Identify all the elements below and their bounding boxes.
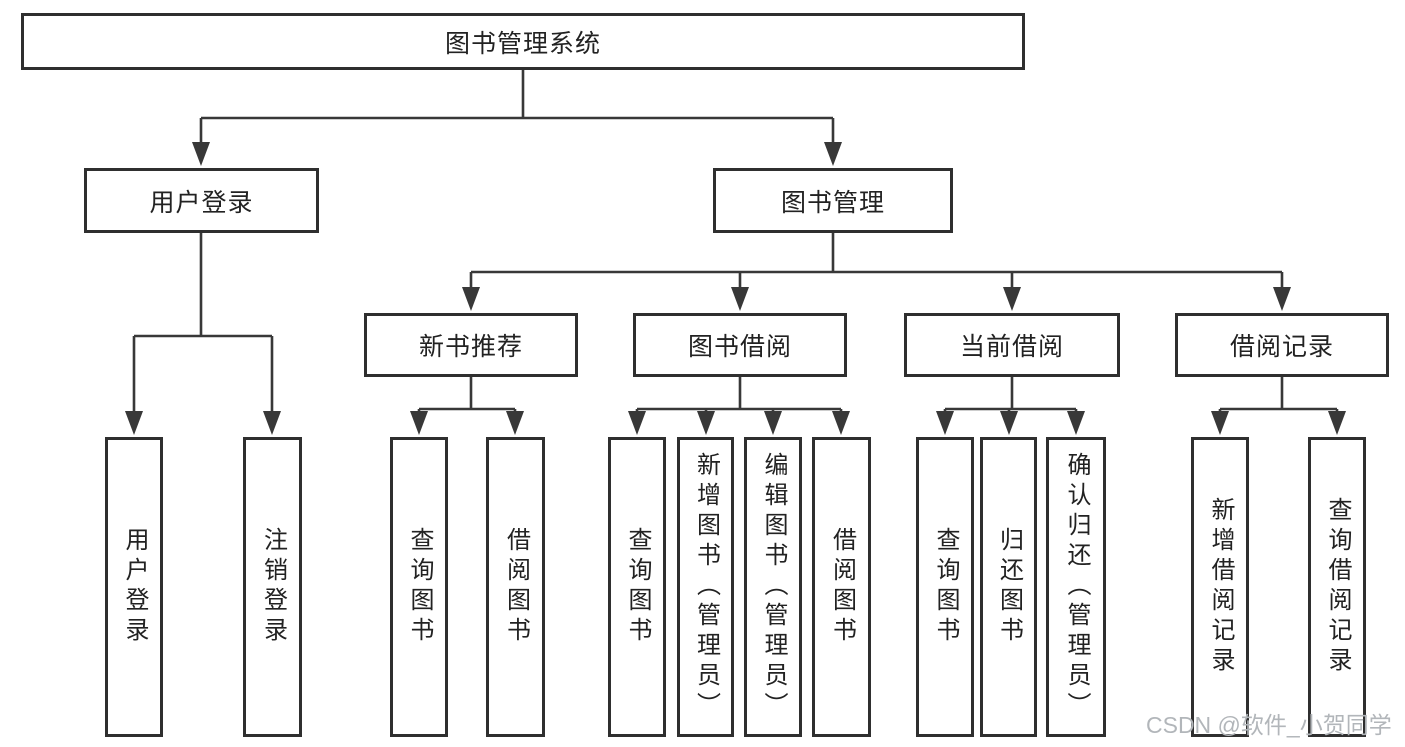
node-leaf-query-books-2: 查询图书 bbox=[608, 437, 666, 737]
arrowhead bbox=[462, 287, 480, 311]
arrowhead bbox=[1328, 411, 1346, 435]
leaf-label: 查询图书 bbox=[932, 527, 959, 647]
arrowhead bbox=[832, 411, 850, 435]
node-library-system: 图书管理系统 bbox=[21, 13, 1025, 70]
leaf-label: 确认归还（管理员） bbox=[1063, 452, 1090, 722]
connector-new-book-recommend-children bbox=[410, 377, 524, 435]
node-leaf-user-login: 用户登录 bbox=[105, 437, 163, 737]
node-leaf-query-books: 查询图书 bbox=[390, 437, 448, 737]
leaf-label: 借阅图书 bbox=[828, 527, 856, 647]
leaf-label: 编辑图书（管理员） bbox=[760, 452, 787, 722]
arrowhead bbox=[506, 411, 524, 435]
leaf-label: 新增借阅记录 bbox=[1207, 497, 1234, 677]
connector-current-borrow-children bbox=[936, 377, 1085, 435]
node-borrow-records: 借阅记录 bbox=[1175, 313, 1389, 377]
leaf-label: 查询图书 bbox=[406, 527, 433, 647]
node-current-borrow: 当前借阅 bbox=[904, 313, 1120, 377]
connector-root-to-level2 bbox=[192, 70, 842, 166]
arrowhead bbox=[824, 142, 842, 166]
arrowhead bbox=[697, 411, 715, 435]
node-leaf-add-books-admin: 新增图书（管理员） bbox=[677, 437, 734, 737]
arrowhead bbox=[1273, 287, 1291, 311]
node-leaf-add-borrow-record: 新增借阅记录 bbox=[1191, 437, 1249, 737]
leaf-label: 归还图书 bbox=[995, 527, 1023, 647]
connector-user-login-children bbox=[125, 233, 281, 435]
arrowhead bbox=[192, 142, 210, 166]
node-leaf-confirm-return-admin: 确认归还（管理员） bbox=[1046, 437, 1106, 737]
node-leaf-query-borrow-record: 查询借阅记录 bbox=[1308, 437, 1366, 737]
arrowhead bbox=[263, 411, 281, 435]
watermark: CSDN @软件_小贺同学 bbox=[1146, 712, 1392, 738]
leaf-label: 借阅图书 bbox=[502, 527, 530, 647]
leaf-label: 注销登录 bbox=[259, 527, 287, 647]
node-leaf-query-books-3: 查询图书 bbox=[916, 437, 974, 737]
arrowhead bbox=[1000, 411, 1018, 435]
arrowhead bbox=[628, 411, 646, 435]
arrowhead bbox=[1003, 287, 1021, 311]
arrowhead bbox=[936, 411, 954, 435]
arrowhead bbox=[125, 411, 143, 435]
connector-book-mgmt-sections bbox=[462, 233, 1291, 311]
leaf-label: 查询借阅记录 bbox=[1324, 497, 1351, 677]
leaf-label: 用户登录 bbox=[121, 527, 148, 647]
arrowhead bbox=[410, 411, 428, 435]
leaf-label: 查询图书 bbox=[624, 527, 651, 647]
node-leaf-edit-books-admin: 编辑图书（管理员） bbox=[744, 437, 802, 737]
arrowhead bbox=[1211, 411, 1229, 435]
connector-book-borrow-children bbox=[628, 377, 850, 435]
node-book-borrow: 图书借阅 bbox=[633, 313, 847, 377]
node-book-management: 图书管理 bbox=[713, 168, 953, 233]
leaf-label: 新增图书（管理员） bbox=[692, 452, 720, 722]
connector-borrow-records-children bbox=[1211, 377, 1346, 435]
arrowhead bbox=[1067, 411, 1085, 435]
node-leaf-borrow-books: 借阅图书 bbox=[486, 437, 545, 737]
node-leaf-logout: 注销登录 bbox=[243, 437, 302, 737]
arrowhead bbox=[764, 411, 782, 435]
node-new-book-recommend: 新书推荐 bbox=[364, 313, 578, 377]
arrowhead bbox=[731, 287, 749, 311]
node-leaf-borrow-books-2: 借阅图书 bbox=[812, 437, 871, 737]
node-leaf-return-books: 归还图书 bbox=[980, 437, 1037, 737]
node-user-login: 用户登录 bbox=[84, 168, 319, 233]
